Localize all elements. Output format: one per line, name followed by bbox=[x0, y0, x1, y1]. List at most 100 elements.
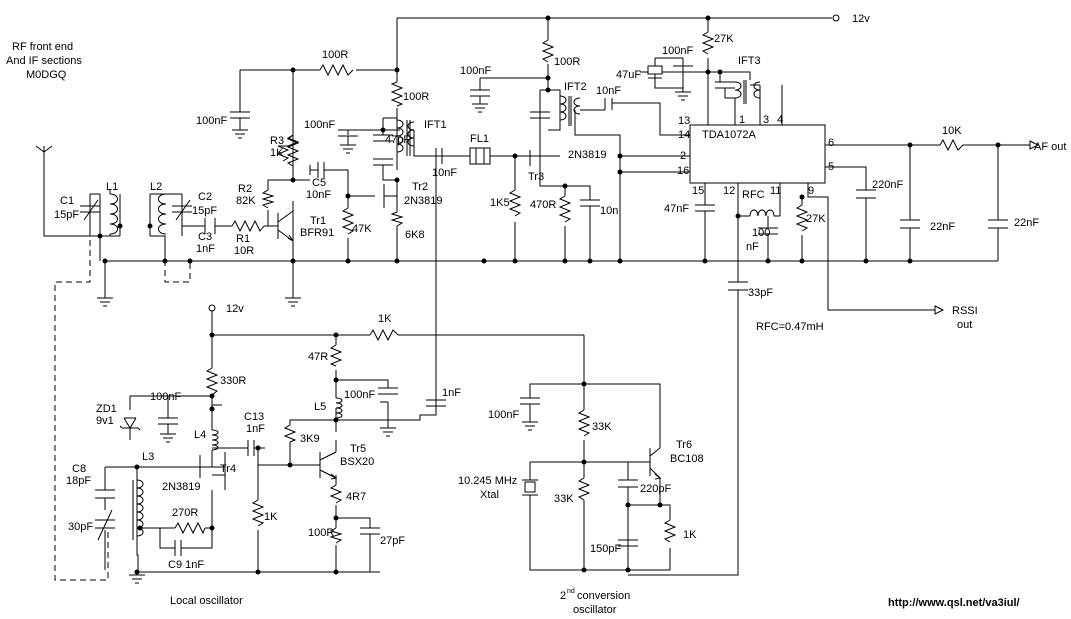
r1k-osc bbox=[663, 519, 677, 543]
label-c47uf: 47uF bbox=[616, 69, 641, 81]
label-c150pf: 150pF bbox=[590, 543, 621, 555]
label-c22nf-a: 22nF bbox=[930, 221, 955, 233]
label-rfc: RFC bbox=[742, 189, 765, 201]
c1-trimmer bbox=[80, 199, 100, 221]
l2-coil bbox=[158, 193, 167, 235]
c9-cap bbox=[174, 540, 195, 556]
r3-resistor bbox=[276, 134, 300, 162]
ift1-coil bbox=[396, 119, 404, 153]
tr3-transistor bbox=[529, 140, 541, 170]
tr1-transistor bbox=[277, 210, 294, 242]
ic-pin-3: 3 bbox=[763, 114, 769, 126]
label-c33pf: 33pF bbox=[748, 287, 773, 299]
label-c13: C13 bbox=[244, 411, 264, 423]
label-c47pf: 47pF bbox=[385, 134, 410, 146]
r100d-resistor bbox=[329, 527, 343, 544]
label-r27k-top: 27K bbox=[714, 33, 734, 45]
r100c-resistor bbox=[541, 39, 555, 63]
tr5-transistor bbox=[319, 451, 337, 479]
label-r2: R2 bbox=[238, 183, 252, 195]
label-c3: C3 bbox=[198, 231, 212, 243]
c47pf-cap bbox=[373, 134, 393, 142]
label-c2v: 15pF bbox=[192, 205, 217, 217]
label-r33k-b: 33K bbox=[554, 493, 574, 505]
crystal bbox=[524, 481, 536, 493]
label-ift2: IFT2 bbox=[564, 81, 587, 93]
label-c10nf-fl: 10nF bbox=[432, 167, 457, 179]
r47r-resistor bbox=[329, 344, 343, 367]
r27k-top bbox=[701, 31, 715, 55]
tda1072a-ic bbox=[689, 124, 826, 184]
label-c220nf: 220nF bbox=[872, 179, 903, 191]
r4r7-resistor bbox=[329, 484, 343, 504]
supply-terminal-lo bbox=[208, 304, 216, 312]
af-out-label: AF out bbox=[1034, 141, 1066, 153]
label-c30pf: 30pF bbox=[68, 521, 93, 533]
label-tr6v: BC108 bbox=[670, 453, 704, 465]
label-l2: L2 bbox=[150, 181, 162, 193]
c22nf-b bbox=[988, 219, 1008, 229]
r270-resistor bbox=[174, 521, 206, 535]
c2-trimmer bbox=[172, 199, 192, 221]
title-line2: And IF sections bbox=[6, 55, 82, 67]
terminals bbox=[208, 14, 1040, 315]
r47k-resistor bbox=[341, 207, 355, 235]
label-c100nf-g: 100nF bbox=[344, 389, 375, 401]
conv-section-label-1: conversion bbox=[577, 590, 630, 602]
r470-resistor bbox=[558, 195, 572, 223]
rssi-out-arrow-icon bbox=[934, 305, 945, 315]
label-r3v: 1K bbox=[270, 147, 284, 159]
title-line3: M0DGQ bbox=[26, 69, 67, 81]
label-l4: L4 bbox=[194, 429, 206, 441]
c220nf-cap bbox=[856, 189, 876, 206]
r100-vert bbox=[390, 81, 404, 107]
ic-pin-15: 15 bbox=[692, 185, 704, 197]
label-tr4: Tr4 bbox=[220, 463, 236, 475]
c3-cap bbox=[204, 218, 216, 234]
r2-resistor bbox=[261, 189, 275, 209]
label-c100nf-a: 100nF bbox=[196, 115, 227, 127]
label-r47k: 47K bbox=[352, 223, 372, 235]
antenna-icon bbox=[35, 145, 53, 153]
label-c8: C8 bbox=[72, 463, 86, 475]
label-ift3: IFT3 bbox=[738, 55, 761, 67]
c27pf-cap bbox=[360, 527, 380, 545]
lo-section-label: Local oscillator bbox=[170, 595, 243, 607]
label-r3k9: 3K9 bbox=[300, 433, 320, 445]
c100nf-g bbox=[378, 387, 398, 437]
label-l3: L3 bbox=[142, 451, 154, 463]
c100nf-h bbox=[520, 397, 540, 431]
c10nf-ic bbox=[604, 98, 613, 110]
label-r47r: 47R bbox=[308, 351, 328, 363]
ic-pin-13: 13 bbox=[678, 115, 690, 127]
label-tr1: Tr1 bbox=[310, 215, 326, 227]
r6k8-resistor bbox=[390, 211, 404, 227]
label-c47nf: 47nF bbox=[664, 203, 689, 215]
label-c2: C2 bbox=[198, 191, 212, 203]
label-ift1: IFT1 bbox=[424, 119, 447, 131]
label-r1k5: 1K5 bbox=[490, 197, 510, 209]
r33k-b bbox=[577, 477, 591, 501]
label-tr3: Tr3 bbox=[528, 171, 544, 183]
label-c100nf-c: 100nF bbox=[460, 65, 491, 77]
c100nf-e bbox=[758, 227, 778, 244]
label-tr3v: 2N3819 bbox=[568, 149, 607, 161]
label-tr2: Tr2 bbox=[412, 181, 428, 193]
supply-terminal-top bbox=[832, 14, 840, 22]
label-c27pf: 27pF bbox=[380, 535, 405, 547]
c10n-cap bbox=[580, 199, 600, 207]
r1k5-resistor bbox=[508, 189, 522, 217]
r1k-top-lo bbox=[369, 328, 399, 342]
tr4-transistor bbox=[199, 452, 226, 480]
label-r3: R3 bbox=[270, 135, 284, 147]
label-r1: R1 bbox=[236, 233, 250, 245]
label-c100nf-h: 100nF bbox=[488, 409, 519, 421]
l1-coil bbox=[109, 193, 118, 235]
c22nf-a bbox=[900, 219, 920, 229]
ic-name: TDA1072A bbox=[702, 129, 756, 141]
label-c10n: 10n bbox=[600, 205, 618, 217]
label-r33k-a: 33K bbox=[592, 421, 612, 433]
label-c5v: 10nF bbox=[306, 189, 331, 201]
label-c10nf-ic: 10nF bbox=[596, 85, 621, 97]
